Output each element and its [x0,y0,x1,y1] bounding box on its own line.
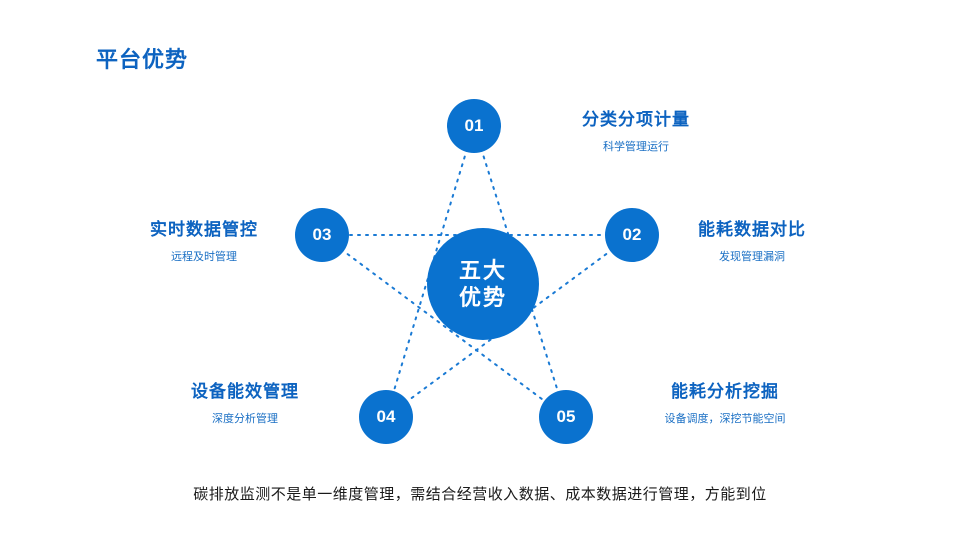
node-02[interactable]: 02 [605,208,659,262]
node-05-number: 05 [556,407,576,426]
node-03-number: 03 [312,225,332,244]
center-circle: 五大 优势 [427,228,539,340]
label-05: 能耗分析挖掘 设备调度，深挖节能空间 [625,377,825,426]
center-label-line2: 优势 [458,285,507,310]
label-04-sub: 深度分析管理 [212,413,278,425]
node-05[interactable]: 05 [539,390,593,444]
page-title: 平台优势 [96,47,189,72]
label-01-heading: 分类分项计量 [582,110,690,129]
label-04-heading: 设备能效管理 [191,382,299,401]
node-03[interactable]: 03 [295,208,349,262]
node-01-number: 01 [464,116,484,135]
node-04-number: 04 [376,407,396,426]
footer-note: 碳排放监测不是单一维度管理，需结合经营收入数据、成本数据进行管理，方能到位 [193,486,767,503]
node-02-number: 02 [622,225,642,244]
label-05-heading: 能耗分析挖掘 [671,382,779,401]
center-label-line1: 五大 [458,257,507,283]
label-03-heading: 实时数据管控 [150,220,258,239]
label-03: 实时数据管控 远程及时管理 [124,215,284,264]
node-04[interactable]: 04 [359,390,413,444]
label-01-sub: 科学管理运行 [603,141,669,153]
label-05-sub: 设备调度，深挖节能空间 [664,413,786,425]
label-04: 设备能效管理 深度分析管理 [165,377,325,426]
label-02: 能耗数据对比 发现管理漏洞 [672,215,832,264]
label-02-heading: 能耗数据对比 [698,220,806,239]
label-02-sub: 发现管理漏洞 [719,251,785,263]
label-01: 分类分项计量 科学管理运行 [536,105,736,154]
label-03-sub: 远程及时管理 [171,251,237,263]
node-01[interactable]: 01 [447,99,501,153]
